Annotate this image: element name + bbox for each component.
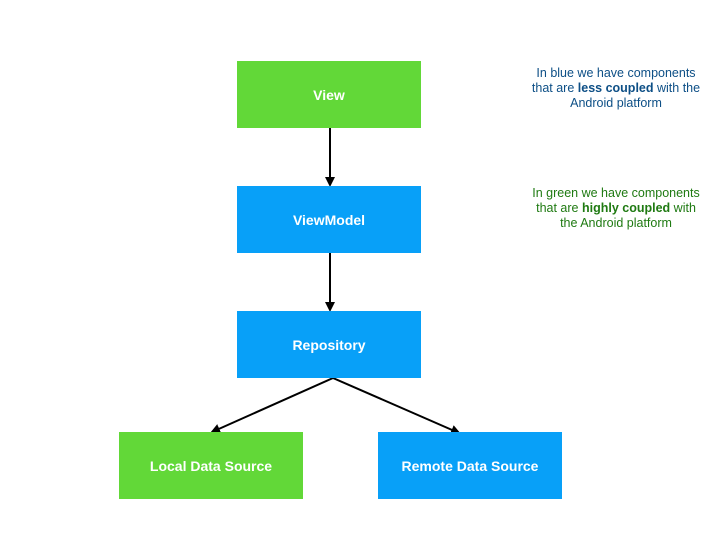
- local-data-source-node: Local Data Source: [119, 432, 303, 499]
- remote-data-source-label: Remote Data Source: [401, 457, 539, 474]
- local-data-source-label: Local Data Source: [149, 457, 273, 474]
- blue-note-text-2: with the Android platform: [570, 81, 701, 110]
- view-node-label: View: [313, 86, 345, 103]
- viewmodel-node: ViewModel: [237, 186, 421, 253]
- blue-note-emphasis: less coupled: [577, 81, 654, 95]
- arrow-repository-to-remote: [332, 377, 461, 435]
- repository-node-label: Repository: [292, 336, 366, 353]
- view-node: View: [237, 61, 421, 128]
- blue-legend-note: In blue we have components that are less…: [526, 66, 705, 111]
- green-legend-note: In green we have components that are hig…: [526, 186, 705, 231]
- green-note-text-1: In green we have components that are: [532, 186, 700, 215]
- viewmodel-node-label: ViewModel: [292, 211, 366, 228]
- repository-node: Repository: [237, 311, 421, 378]
- arrow-repository-to-local: [210, 377, 334, 434]
- remote-data-source-node: Remote Data Source: [378, 432, 562, 499]
- blue-note-text-1: In blue we have components that are: [531, 66, 696, 95]
- green-note-text-2: with the Android platform: [560, 201, 696, 230]
- green-note-emphasis: highly coupled: [581, 201, 671, 215]
